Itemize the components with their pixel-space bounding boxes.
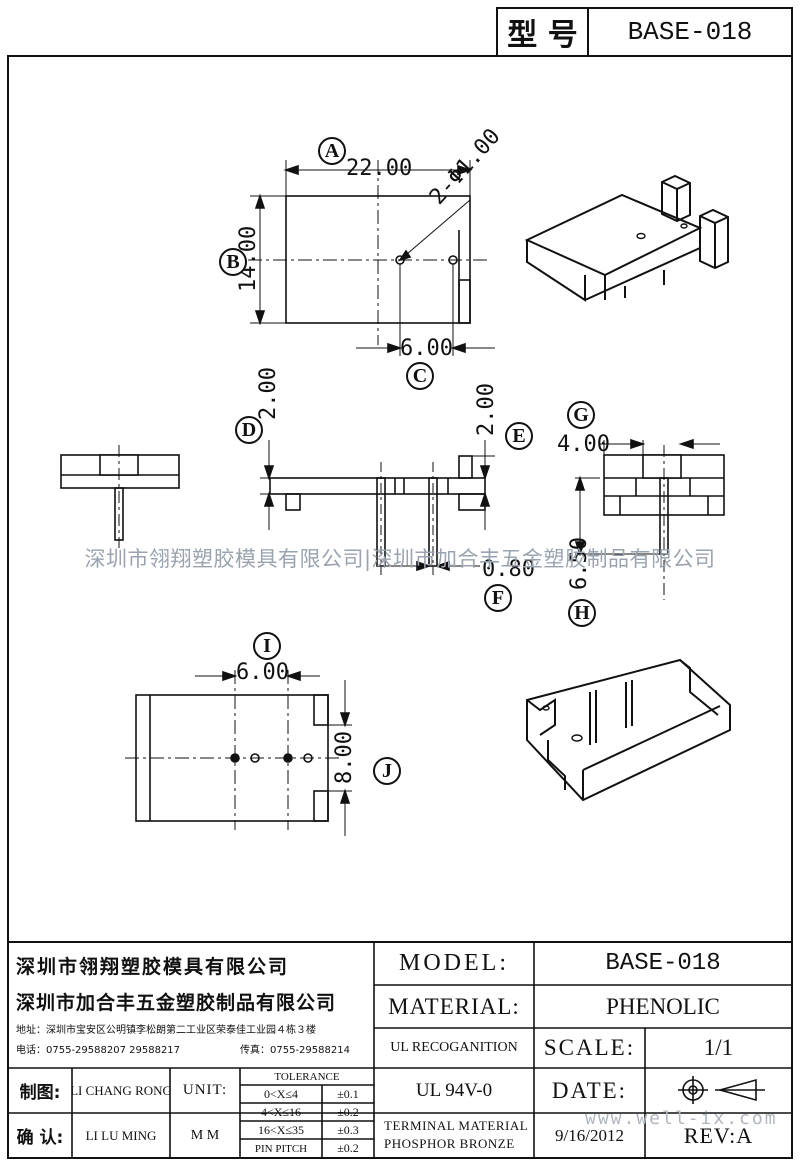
side-view-left bbox=[60, 445, 180, 548]
front-view bbox=[260, 440, 495, 575]
dim-d-height: 2.00 bbox=[256, 367, 281, 420]
company-phone: 电话：0755-29588207 29588217 bbox=[16, 1045, 181, 1056]
ul-recognition-label: UL RECOGANITION bbox=[390, 1040, 518, 1055]
watermark-url: www.well-ix.com bbox=[585, 1108, 778, 1129]
dim-e-height: 2.00 bbox=[474, 383, 499, 436]
scale-value: 1/1 bbox=[703, 1035, 734, 1060]
tolerance-value: ±0.2 bbox=[337, 1104, 359, 1119]
date-value: 9/16/2012 bbox=[555, 1125, 624, 1145]
callout-i: I bbox=[253, 632, 281, 660]
terminal-material-line2: PHOSPHOR BRONZE bbox=[384, 1136, 515, 1151]
model-value: BASE-018 bbox=[605, 950, 721, 977]
dim-g-width: 4.00 bbox=[557, 432, 610, 457]
callout-d: D bbox=[235, 416, 263, 444]
date-label: DATE: bbox=[551, 1077, 628, 1103]
material-label: MATERIAL: bbox=[388, 993, 520, 1019]
drawn-label: 制图: bbox=[19, 1083, 61, 1103]
callout-e: E bbox=[505, 422, 533, 450]
callout-a: A bbox=[318, 137, 346, 165]
callout-g: G bbox=[567, 401, 595, 429]
callout-h: H bbox=[568, 599, 596, 627]
tolerance-value: ±0.3 bbox=[337, 1122, 359, 1137]
header-model-label: 型 号 bbox=[507, 18, 578, 53]
dim-c-pitch: 6.00 bbox=[400, 336, 453, 361]
tolerance-range: PIN PITCH bbox=[254, 1142, 308, 1155]
scale-label: SCALE: bbox=[543, 1035, 636, 1060]
tolerance-range: 0<X≤4 bbox=[263, 1086, 299, 1101]
ul-grade: UL 94V-0 bbox=[415, 1079, 493, 1101]
rev-label: REV:A bbox=[683, 1122, 754, 1148]
unit-label: UNIT: bbox=[182, 1082, 228, 1098]
dim-f-pin: 0.80 bbox=[482, 557, 535, 582]
title-block-grid bbox=[8, 941, 792, 1158]
iso-view-bottom bbox=[526, 658, 731, 802]
iso-view-top bbox=[524, 174, 729, 302]
terminal-material-line1: TERMINAL MATERIAL bbox=[384, 1118, 529, 1133]
tolerance-title: TOLERANCE bbox=[274, 1070, 340, 1083]
tolerance-value: ±0.1 bbox=[337, 1086, 359, 1101]
header-model-value: BASE-018 bbox=[627, 17, 753, 47]
tolerance-range: 4<X≤16 bbox=[260, 1104, 302, 1119]
dim-a-width: 22.00 bbox=[346, 156, 413, 181]
callout-c: C bbox=[406, 362, 434, 390]
dim-j-height: 8.00 bbox=[332, 731, 357, 784]
dim-i-pitch: 6.00 bbox=[236, 660, 289, 685]
material-value: PHENOLIC bbox=[606, 993, 720, 1019]
company-fax: 传真：0755-29588214 bbox=[240, 1045, 350, 1056]
drawn-by: LI CHANG RONG bbox=[72, 1082, 170, 1098]
tolerance-range: 16<X≤35 bbox=[257, 1122, 305, 1137]
unit-value: M M bbox=[190, 1127, 220, 1143]
model-label: MODEL: bbox=[399, 950, 509, 976]
callout-f: F bbox=[484, 584, 512, 612]
checked-label: 确 认: bbox=[16, 1128, 64, 1148]
bottom-view bbox=[125, 670, 352, 836]
company-address: 地址：深圳市宝安区公明镇李松朗第二工业区荣泰佳工业园４栋３楼 bbox=[16, 1025, 316, 1036]
callout-j: J bbox=[373, 757, 401, 785]
header-box bbox=[496, 7, 793, 57]
checked-by: LI LU MING bbox=[85, 1127, 157, 1143]
side-view-right bbox=[574, 438, 725, 600]
company-name-1: 深圳市翎翔塑胶模具有限公司 bbox=[16, 956, 290, 978]
company-name-2: 深圳市加合丰五金塑胶制品有限公司 bbox=[16, 992, 337, 1014]
tolerance-value: ±0.2 bbox=[337, 1141, 359, 1155]
top-view bbox=[248, 160, 495, 356]
sheet-border bbox=[7, 55, 793, 1159]
callout-b: B bbox=[219, 248, 247, 276]
watermark-text: 深圳市翎翔塑胶模具有限公司|深圳市加合丰五金塑胶制品有限公司 bbox=[84, 547, 716, 571]
